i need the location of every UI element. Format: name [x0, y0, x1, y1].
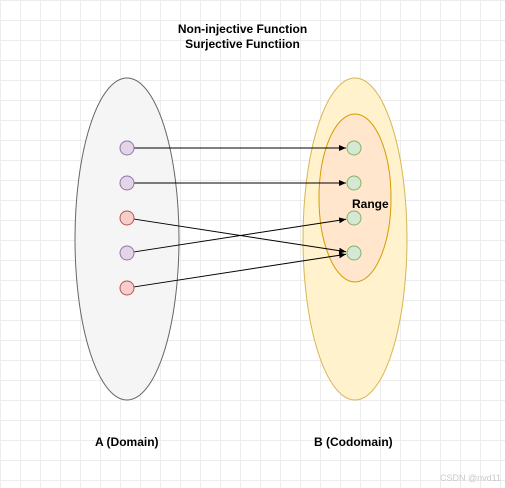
range-label: Range	[352, 197, 389, 211]
domain-point-a4[interactable]	[119, 245, 135, 261]
mapping-arrows	[133, 145, 347, 288]
title-line-1: Non-injective Function	[177, 22, 308, 36]
codomain-point-b4[interactable]	[346, 245, 362, 261]
domain-point-a5[interactable]	[119, 280, 135, 296]
codomain-points	[346, 140, 362, 261]
codomain-label: B (Codomain)	[314, 435, 393, 449]
range-set[interactable]	[318, 113, 392, 283]
watermark: CSDN @nvd11	[440, 473, 501, 483]
domain-point-a1[interactable]	[119, 140, 135, 156]
codomain-point-b3[interactable]	[346, 210, 362, 226]
codomain-point-b2[interactable]	[346, 175, 362, 191]
domain-points	[119, 140, 135, 296]
domain-set[interactable]	[74, 77, 180, 401]
domain-label: A (Domain)	[95, 435, 159, 449]
codomain-point-b1[interactable]	[346, 140, 362, 156]
domain-point-a3[interactable]	[119, 210, 135, 226]
mapping-arrow-a4-b3	[133, 217, 347, 253]
title-line-2: Surjective Functiion	[185, 37, 300, 51]
mapping-arrow-a5-b4	[133, 252, 347, 288]
domain-point-a2[interactable]	[119, 175, 135, 191]
